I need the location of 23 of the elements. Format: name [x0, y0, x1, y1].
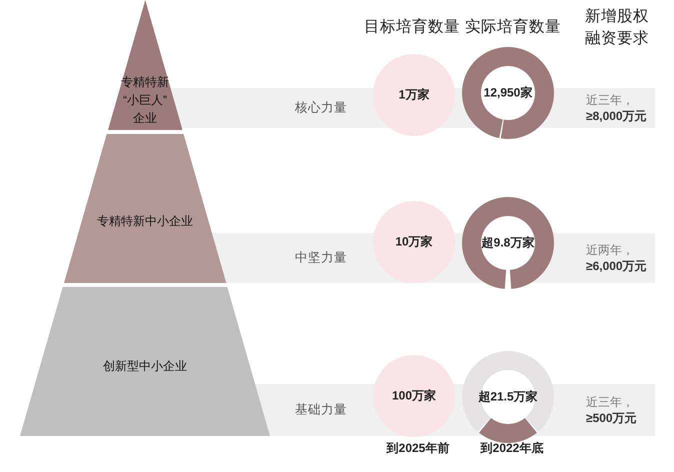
column-header: 目标培育数量 [364, 17, 460, 38]
tier-label: 专精特新中小企业 [96, 213, 193, 230]
column-footer: 到2022年底 [480, 439, 544, 457]
column-header: 新增股权融资要求 [585, 7, 650, 48]
pyramid-tier [20, 287, 270, 436]
requirement-text: 近三年，≥500万元 [586, 394, 638, 426]
requirement-text: 近三年，≥8,000万元 [586, 92, 648, 124]
actual-value: 超9.8万家 [482, 234, 534, 252]
actual-value: 超21.5万家 [478, 388, 538, 406]
pyramid-tier [108, 0, 182, 130]
column-footer: 到2025年前 [386, 439, 450, 457]
pyramid-tier [64, 134, 226, 283]
column-header: 实际培育数量 [465, 17, 561, 38]
target-value: 10万家 [395, 234, 433, 250]
tier-label: 创新型中小企业 [103, 358, 187, 375]
tier-label: 专精特新“小巨人”企业 [120, 74, 170, 127]
row-label: 核心力量 [294, 100, 347, 116]
target-value: 100万家 [392, 388, 436, 404]
requirement-text: 近两年，≥6,000万元 [586, 242, 648, 274]
row-label: 中坚力量 [294, 250, 347, 266]
actual-value: 12,950家 [484, 84, 532, 102]
target-value: 1万家 [398, 86, 430, 104]
row-label: 基础力量 [294, 402, 347, 418]
